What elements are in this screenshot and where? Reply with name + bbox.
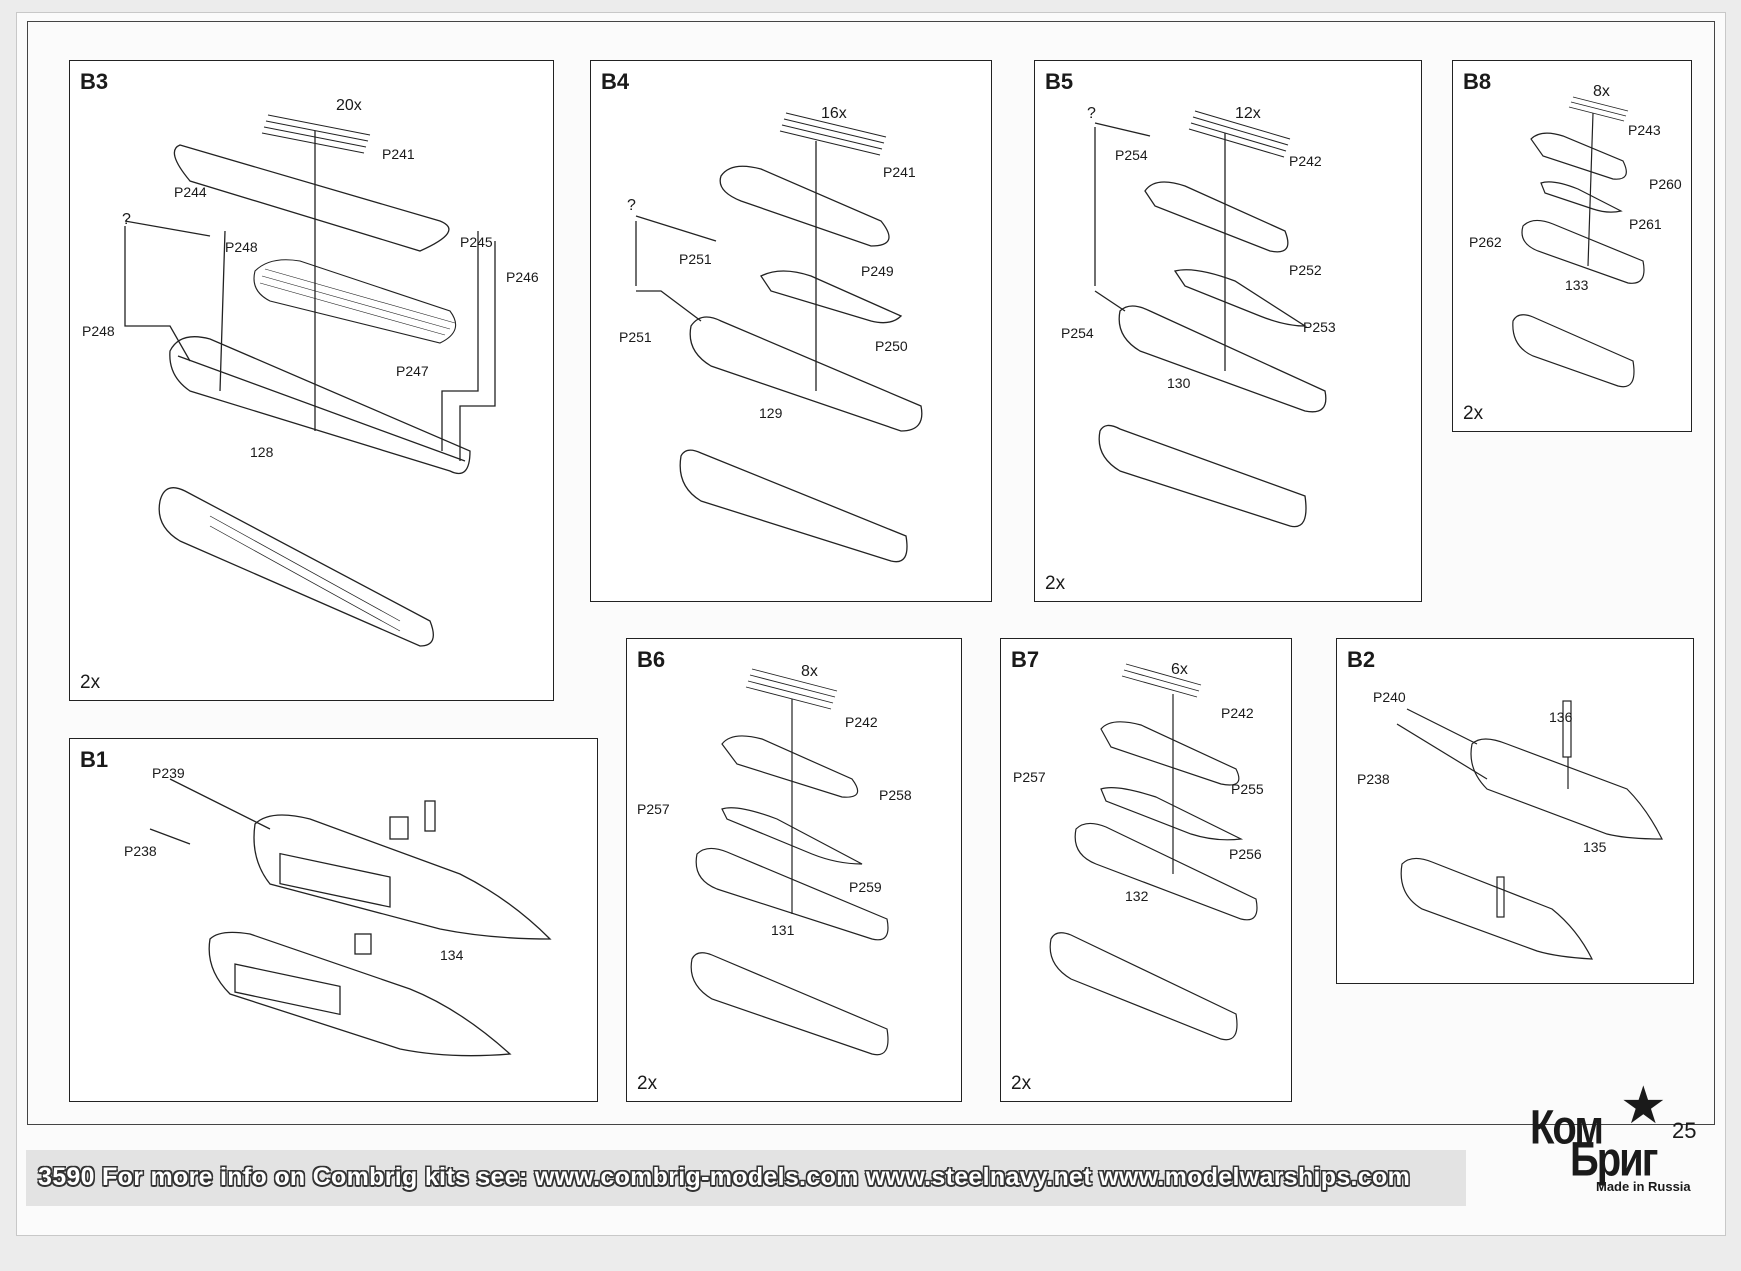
panel-b4-title: B4 bbox=[601, 69, 630, 94]
b7-diagram bbox=[1049, 663, 1258, 1041]
b6-131: 131 bbox=[771, 922, 795, 938]
b5-question: ? bbox=[1087, 105, 1096, 122]
b6-diagram bbox=[690, 668, 889, 1056]
b3-finished-boat bbox=[158, 487, 434, 647]
b5-p254b: P254 bbox=[1061, 325, 1094, 341]
b3-p241: P241 bbox=[382, 146, 415, 162]
b8-p261: P261 bbox=[1629, 216, 1662, 232]
star-icon: ★ bbox=[1620, 1077, 1667, 1135]
page-number: 25 bbox=[1672, 1118, 1697, 1143]
b2-p240: P240 bbox=[1373, 689, 1406, 705]
panel-b1-title: B1 bbox=[80, 747, 109, 772]
footer-band: 3590 For more info on Combrig kits see: … bbox=[26, 1150, 1466, 1206]
b1-diagram bbox=[149, 778, 552, 1057]
b4-p251b: P251 bbox=[619, 329, 652, 345]
b6-qty: 8x bbox=[801, 663, 818, 680]
b7-p256: P256 bbox=[1229, 846, 1262, 862]
panel-b3-title: B3 bbox=[80, 69, 109, 94]
page-frame bbox=[27, 21, 1715, 1125]
b6-p258: P258 bbox=[879, 787, 912, 803]
b3-hull bbox=[169, 336, 471, 475]
panel-b8-title: B8 bbox=[1463, 69, 1492, 94]
b5-qty: 12x bbox=[1235, 105, 1261, 122]
b2-diagram bbox=[1396, 700, 1663, 960]
b3-p247: P247 bbox=[396, 363, 429, 379]
b3-qty: 20x bbox=[336, 97, 362, 114]
made-in-russia: Made in Russia bbox=[1596, 1179, 1691, 1194]
b2-136: 136 bbox=[1549, 709, 1573, 725]
footer-info-text: 3590 For more info on Combrig kits see: … bbox=[38, 1163, 1411, 1191]
b8-133: 133 bbox=[1565, 277, 1589, 293]
b4-p251a: P251 bbox=[679, 251, 712, 267]
panel-b5-count: 2x bbox=[1045, 573, 1066, 594]
panel-b7-count: 2x bbox=[1011, 1073, 1032, 1094]
b4-129: 129 bbox=[759, 405, 783, 421]
b7-p255: P255 bbox=[1231, 781, 1264, 797]
b8-p260: P260 bbox=[1649, 176, 1682, 192]
b3-diagram bbox=[124, 114, 496, 647]
b4-diagram bbox=[635, 112, 923, 563]
b3-slats bbox=[261, 114, 371, 154]
panel-b5-title: B5 bbox=[1045, 69, 1074, 94]
panel-b7-title: B7 bbox=[1011, 647, 1040, 672]
logo-line1: Ком bbox=[1530, 1101, 1604, 1155]
b1-p239: P239 bbox=[152, 765, 185, 781]
b8-p262: P262 bbox=[1469, 234, 1502, 250]
b4-question: ? bbox=[627, 197, 636, 214]
b1-134: 134 bbox=[440, 947, 464, 963]
b3-128: 128 bbox=[250, 444, 274, 460]
b3-thwart-frame bbox=[173, 144, 450, 252]
b8-qty: 8x bbox=[1593, 83, 1610, 100]
panel-b6-count: 2x bbox=[637, 1073, 658, 1094]
b6-p257: P257 bbox=[637, 801, 670, 817]
b3-question: ? bbox=[122, 211, 131, 228]
panel-b6: B6 2x 8x P242 P258 P257 P259 131 bbox=[626, 638, 962, 1102]
b4-qty: 16x bbox=[821, 105, 847, 122]
b6-p242: P242 bbox=[845, 714, 878, 730]
panel-b6-title: B6 bbox=[637, 647, 666, 672]
b3-p246: P246 bbox=[506, 269, 539, 285]
b5-130: 130 bbox=[1167, 375, 1191, 391]
panel-b3-count: 2x bbox=[80, 672, 101, 693]
b3-p244: P244 bbox=[174, 184, 207, 200]
b5-p242: P242 bbox=[1289, 153, 1322, 169]
b5-p254a: P254 bbox=[1115, 147, 1148, 163]
b4-p241: P241 bbox=[883, 164, 916, 180]
panel-b1: B1 P239 P238 134 bbox=[69, 738, 598, 1102]
panel-b8-count: 2x bbox=[1463, 403, 1484, 424]
b5-p252: P252 bbox=[1289, 262, 1322, 278]
b5-p253: P253 bbox=[1303, 319, 1336, 335]
b4-p249: P249 bbox=[861, 263, 894, 279]
panel-b4: B4 16x P241 ? P251 P249 P251 P250 129 bbox=[590, 60, 992, 602]
b4-p250: P250 bbox=[875, 338, 908, 354]
b8-diagram bbox=[1512, 96, 1645, 388]
b3-gratings bbox=[253, 259, 457, 344]
panel-b8: B8 2x 8x P243 P260 P261 P262 133 bbox=[1452, 60, 1692, 432]
panel-b2: B2 P240 136 P238 135 bbox=[1336, 638, 1694, 984]
b5-diagram bbox=[1094, 110, 1327, 528]
panel-b7: B7 2x 6x P242 P257 P255 P256 132 bbox=[1000, 638, 1292, 1102]
b7-p242: P242 bbox=[1221, 705, 1254, 721]
b8-p243: P243 bbox=[1628, 122, 1661, 138]
b1-p238: P238 bbox=[124, 843, 157, 859]
panel-b2-title: B2 bbox=[1347, 647, 1376, 672]
b7-qty: 6x bbox=[1171, 661, 1188, 678]
b2-p238: P238 bbox=[1357, 771, 1390, 787]
b7-p257: P257 bbox=[1013, 769, 1046, 785]
b7-132: 132 bbox=[1125, 888, 1149, 904]
b2-135: 135 bbox=[1583, 839, 1607, 855]
b3-p245: P245 bbox=[460, 234, 493, 250]
b6-p259: P259 bbox=[849, 879, 882, 895]
logo-line2: Бриг bbox=[1570, 1133, 1658, 1187]
kombrig-logo: ★ Ком Бриг Made in Russia bbox=[1530, 1076, 1700, 1196]
panel-b3: B3 2x 20x P241 P244 ? P248 P248 P245 P24… bbox=[69, 60, 554, 701]
b3-p248b: P248 bbox=[82, 323, 115, 339]
panel-b5: B5 2x ? 12x P254 P242 P252 P253 P254 130 bbox=[1034, 60, 1422, 602]
b3-p248a: P248 bbox=[225, 239, 258, 255]
